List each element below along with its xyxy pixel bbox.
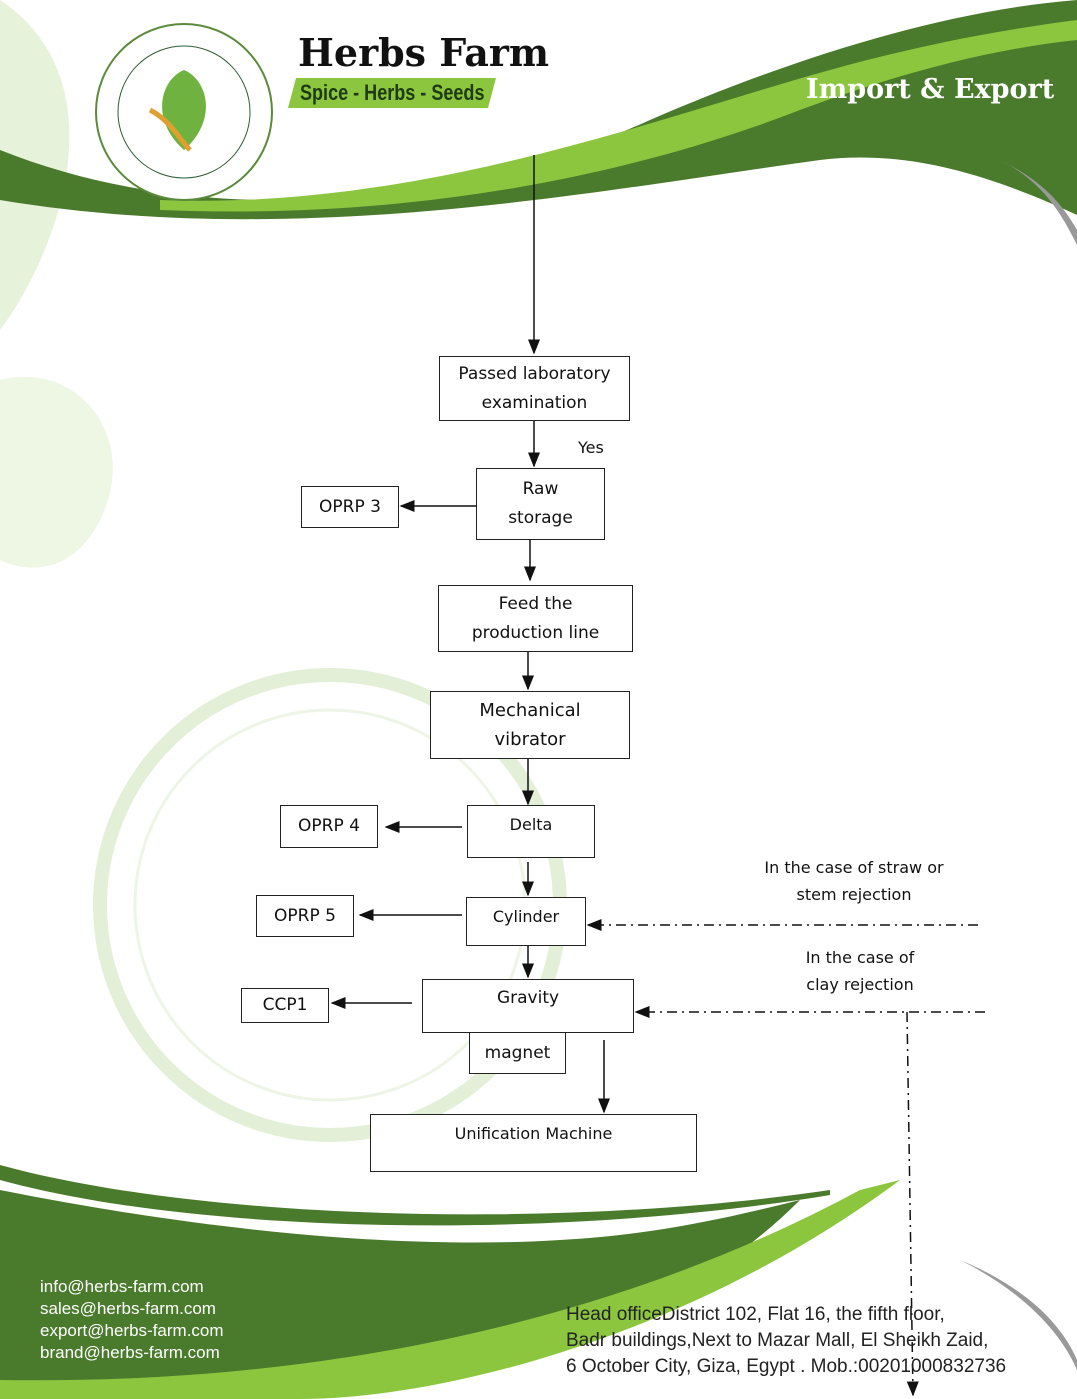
node-delta: Delta — [467, 805, 595, 858]
email-link[interactable]: brand@herbs-farm.com — [40, 1343, 220, 1362]
node-passed-lab: Passed laboratory examination — [439, 356, 630, 421]
brand-name: Herbs Farm — [298, 30, 550, 75]
address-line: Head officeDistrict 102, Flat 16, the fi… — [566, 1304, 945, 1325]
label-line: In the case of — [805, 948, 915, 967]
label-clay-rejection: In the case of clay rejection — [760, 944, 960, 998]
slogan: Import & Export — [806, 74, 1055, 105]
flow-connectors — [330, 155, 985, 1397]
decor-swirl — [0, 376, 113, 568]
label-line: In the case of straw or — [764, 858, 944, 877]
herbs-farm-logo — [95, 23, 273, 201]
node-magnet: magnet — [469, 1032, 566, 1074]
label-line: clay rejection — [806, 975, 914, 994]
email-link[interactable]: info@herbs-farm.com — [40, 1277, 204, 1296]
node-oprp3: OPRP 3 — [301, 486, 399, 528]
label-yes: Yes — [578, 438, 604, 457]
node-oprp4: OPRP 4 — [280, 805, 378, 848]
node-unification: Unification Machine — [370, 1114, 697, 1172]
address-line: 6 October City, Giza, Egypt . Mob.:00201… — [566, 1356, 1007, 1377]
node-feed: Feed the production line — [438, 585, 633, 652]
email-link[interactable]: export@herbs-farm.com — [40, 1321, 224, 1340]
footer-band — [0, 1190, 800, 1399]
label-line: stem rejection — [796, 885, 912, 904]
footer-address: Head officeDistrict 102, Flat 16, the fi… — [566, 1302, 1006, 1380]
tagline: Spice - Herbs - Seeds — [300, 80, 485, 105]
node-ccp1: CCP1 — [241, 988, 329, 1023]
label-straw-rejection: In the case of straw or stem rejection — [744, 854, 964, 908]
node-cylinder: Cylinder — [466, 897, 586, 946]
node-raw-storage: Raw storage — [476, 468, 605, 540]
node-vibrator: Mechanical vibrator — [430, 691, 630, 759]
node-gravity: Gravity — [422, 979, 634, 1033]
address-line: Badr buildings,Next to Mazar Mall, El Sh… — [566, 1330, 989, 1351]
email-link[interactable]: sales@herbs-farm.com — [40, 1299, 216, 1318]
node-oprp5: OPRP 5 — [256, 895, 354, 937]
footer-emails: info@herbs-farm.com sales@herbs-farm.com… — [40, 1276, 224, 1364]
